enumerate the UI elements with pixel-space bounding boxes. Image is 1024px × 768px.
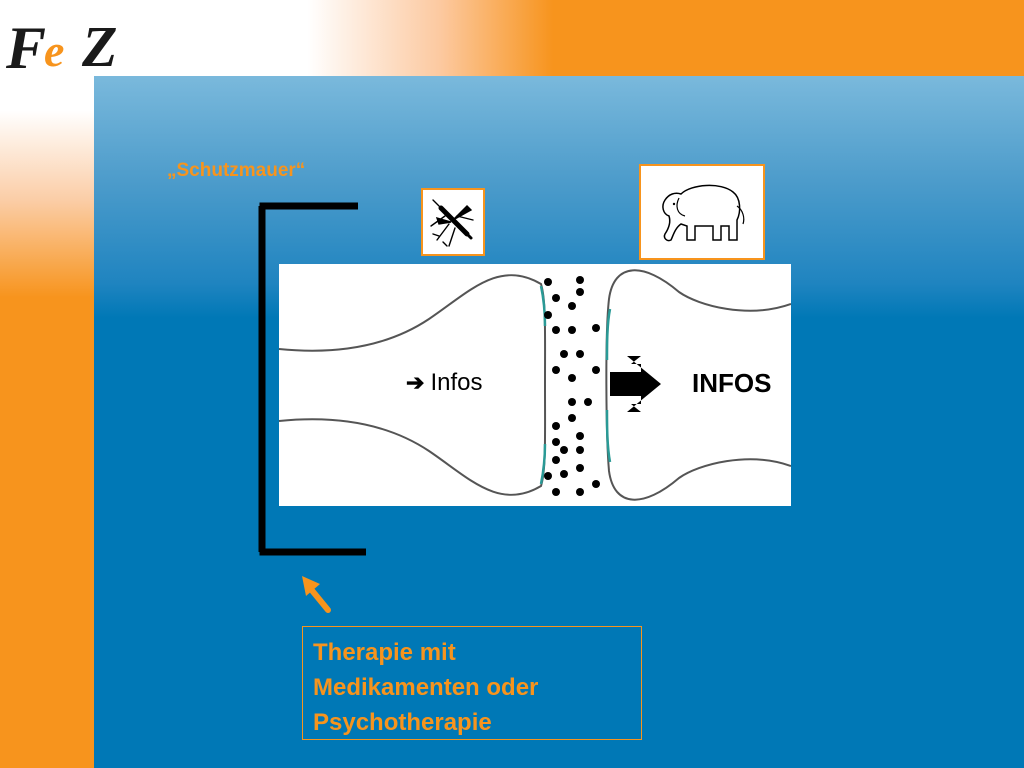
synapse-shape (279, 269, 791, 501)
infos-small-text: Infos (430, 369, 483, 396)
neurotransmitter-dot (576, 488, 584, 496)
therapy-text: Therapie mit Medikamenten oder Psychothe… (313, 635, 631, 740)
neurotransmitter-dot (576, 288, 584, 296)
neurotransmitter-dot (576, 446, 584, 454)
neurotransmitter-dot (568, 326, 576, 334)
therapy-line-3: Psychotherapie (313, 709, 492, 736)
neurotransmitter-dot (584, 398, 592, 406)
left-accent-strip (0, 76, 94, 768)
header-bar (0, 0, 1024, 76)
neurotransmitter-dot (544, 311, 552, 319)
neurotransmitter-dot (552, 326, 560, 334)
synapse-diagram: ➔Infos INFOS (279, 264, 791, 506)
neurotransmitter-dot (544, 472, 552, 480)
neurotransmitter-dot (552, 294, 560, 302)
svg-text:F: F (5, 15, 46, 76)
diagram-title: „Schutzmauer“ (167, 160, 306, 181)
infos-small-label: ➔Infos (406, 369, 482, 397)
neurotransmitter-dot (560, 470, 568, 478)
neurotransmitter-dot (576, 464, 584, 472)
neurotransmitter-dot (544, 278, 552, 286)
neurotransmitter-dot (592, 324, 600, 332)
neurotransmitter-dot (576, 432, 584, 440)
therapy-box: Therapie mit Medikamenten oder Psychothe… (302, 626, 642, 740)
pointer-arrow-icon (302, 576, 331, 613)
neurotransmitter-dot (568, 302, 576, 310)
infos-big-label: INFOS (692, 368, 772, 398)
neurotransmitter-dot (552, 422, 560, 430)
neurotransmitter-dot (576, 276, 584, 284)
fez-logo: F e Z (0, 0, 150, 81)
neurotransmitter-dot (560, 446, 568, 454)
neurotransmitter-dot (560, 350, 568, 358)
therapy-line-2: Medikamenten oder (313, 674, 539, 701)
neurotransmitter-dot (552, 438, 560, 446)
big-arrow-icon (610, 356, 661, 412)
neurotransmitter-dot (552, 456, 560, 464)
neurotransmitter-dots (544, 276, 600, 496)
mosquito-card (421, 188, 485, 256)
mosquito-icon (430, 199, 474, 247)
svg-text:e: e (44, 25, 64, 76)
neurotransmitter-dot (568, 414, 576, 422)
protective-wall-bracket (258, 202, 366, 556)
therapy-line-1: Therapie mit (313, 639, 456, 666)
neurotransmitter-dot (592, 366, 600, 374)
neurotransmitter-dot (568, 374, 576, 382)
elephant-icon (662, 184, 745, 242)
neurotransmitter-dot (568, 398, 576, 406)
neurotransmitter-dot (576, 350, 584, 358)
neurotransmitter-dot (552, 366, 560, 374)
elephant-card (639, 164, 765, 260)
neurotransmitter-dot (592, 480, 600, 488)
arrow-right-icon: ➔ (406, 370, 425, 395)
neurotransmitter-dot (552, 488, 560, 496)
svg-text:Z: Z (81, 14, 117, 76)
